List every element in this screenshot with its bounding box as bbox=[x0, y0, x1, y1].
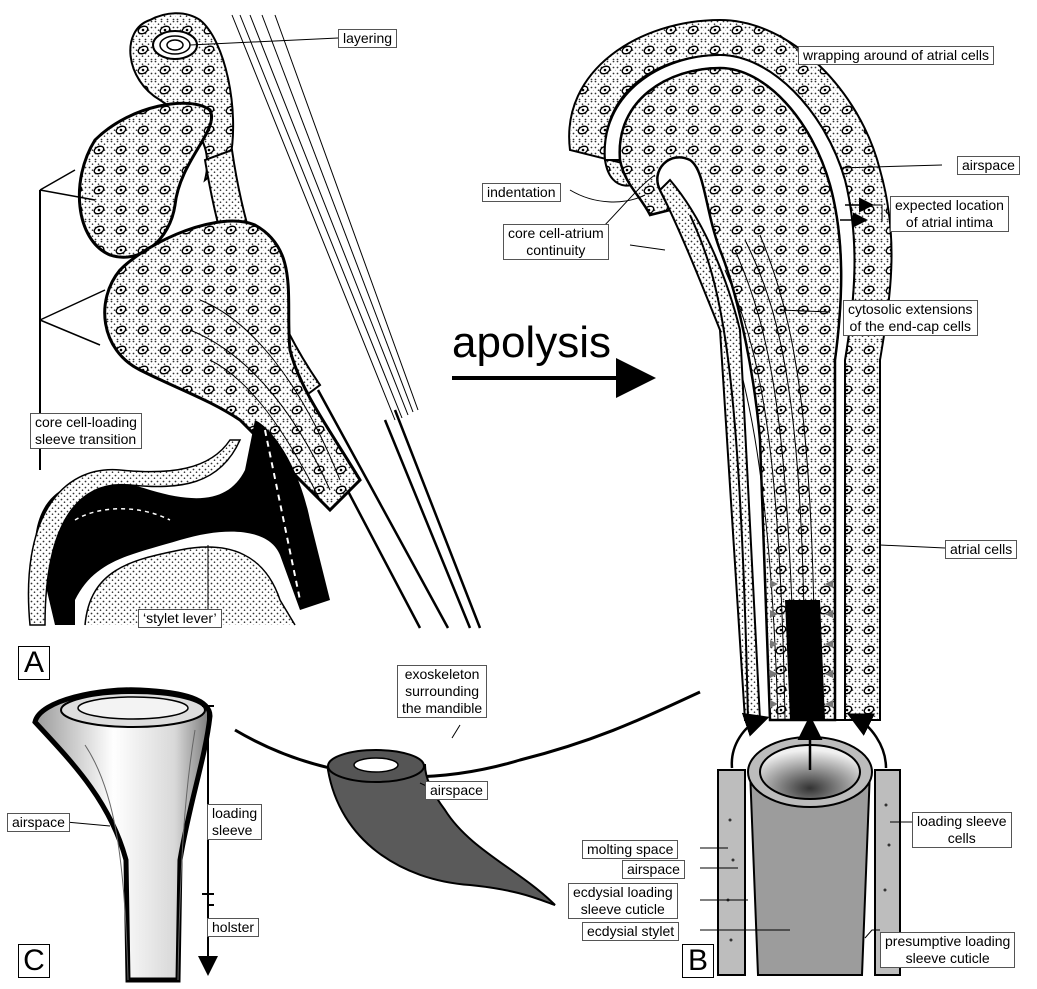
label-core-cell-loading-sleeve-transition: core cell-loading sleeve transition bbox=[30, 413, 142, 449]
label-core-cell-atrium-continuity: core cell-atrium continuity bbox=[503, 224, 609, 260]
label-airspace-lower: airspace bbox=[622, 860, 685, 879]
label-ecdysial-stylet: ecdysial stylet bbox=[582, 922, 679, 941]
label-ecdysial-loading-sleeve-cuticle: ecdysial loading sleeve cuticle bbox=[568, 883, 678, 919]
label-atrial-cells: atrial cells bbox=[945, 540, 1017, 559]
label-indentation: indentation bbox=[482, 183, 561, 202]
panel-a-drawing bbox=[28, 13, 480, 628]
label-cytosolic-extensions: cytosolic extensions of the end-cap cell… bbox=[843, 300, 978, 336]
label-holster: holster bbox=[207, 918, 259, 937]
panel-b-letter: B bbox=[682, 944, 714, 978]
apolysis-label: apolysis bbox=[452, 318, 611, 368]
label-expected-location-of-atrial-intima: expected location of atrial intima bbox=[890, 196, 1009, 232]
label-airspace-left: airspace bbox=[7, 813, 70, 832]
label-loading-sleeve: loading sleeve bbox=[207, 804, 262, 840]
label-molting-space: molting space bbox=[582, 840, 678, 859]
label-airspace-mid: airspace bbox=[425, 781, 488, 800]
label-layering: layering bbox=[338, 29, 397, 48]
panel-a-letter: A bbox=[18, 646, 50, 680]
label-airspace-upper: airspace bbox=[957, 156, 1020, 175]
label-presumptive-loading-sleeve-cuticle: presumptive loading sleeve cuticle bbox=[880, 932, 1015, 968]
label-wrapping-around-of-atrial-cells: wrapping around of atrial cells bbox=[798, 46, 994, 65]
label-stylet-lever: ‘stylet lever’ bbox=[138, 609, 222, 628]
panel-b-drawing bbox=[569, 20, 945, 975]
panel-c-letter: C bbox=[18, 944, 50, 978]
label-loading-sleeve-cells: loading sleeve cells bbox=[912, 812, 1012, 848]
label-exoskeleton-surrounding-mandible: exoskeleton surrounding the mandible bbox=[397, 665, 487, 718]
